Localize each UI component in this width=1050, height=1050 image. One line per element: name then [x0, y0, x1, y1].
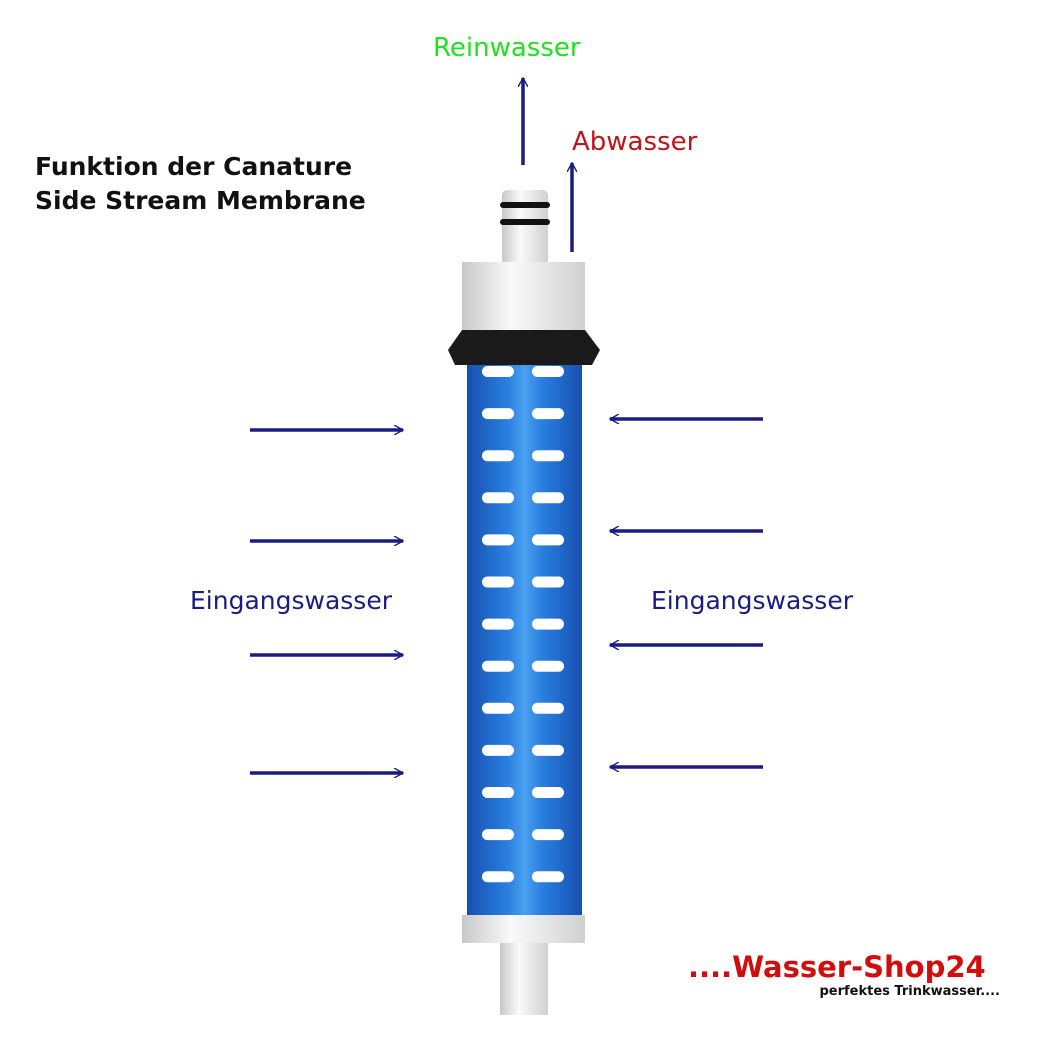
- membrane-slot: [532, 576, 564, 588]
- membrane-slot: [532, 702, 564, 714]
- brand-logo: ....Wasser-Shop24: [688, 950, 986, 984]
- membrane-slot: [482, 366, 514, 377]
- seal-collar: [448, 330, 600, 365]
- pure-water-label: Reinwasser: [433, 33, 581, 63]
- membrane-slot: [532, 787, 564, 798]
- outlet-nipple: [502, 190, 548, 265]
- membrane-cartridge: [448, 190, 600, 1015]
- membrane-slot: [532, 871, 564, 883]
- brand-slogan: perfektes Trinkwasser....: [819, 984, 1000, 999]
- membrane-slot: [532, 366, 564, 377]
- membrane-slot: [532, 492, 564, 504]
- membrane-slot: [482, 576, 514, 588]
- o-ring: [500, 202, 550, 208]
- membrane-slot: [482, 660, 514, 672]
- o-ring: [500, 219, 550, 225]
- membrane-slot: [482, 702, 514, 714]
- membrane-slot: [532, 450, 564, 462]
- diagram-title-line2: Side Stream Membrane: [35, 186, 366, 215]
- membrane-slot: [482, 450, 514, 462]
- input-water-label-right: Eingangswasser: [651, 586, 853, 615]
- input-water-label-left: Eingangswasser: [190, 586, 392, 615]
- membrane-slot: [482, 534, 514, 546]
- waste-water-label: Abwasser: [572, 127, 698, 157]
- inlet-tube: [500, 943, 548, 1015]
- membrane-slot: [482, 492, 514, 504]
- membrane-slot: [532, 534, 564, 546]
- membrane-slot: [482, 871, 514, 883]
- membrane-slot: [482, 787, 514, 798]
- membrane-slot: [482, 829, 514, 841]
- membrane-slot: [482, 618, 514, 630]
- bottom-band: [462, 915, 585, 943]
- membrane-slot: [532, 744, 564, 756]
- diagram-title-line1: Funktion der Canature: [35, 152, 353, 181]
- membrane-slot: [482, 408, 514, 420]
- membrane-slot: [482, 744, 514, 756]
- membrane-slot: [532, 408, 564, 420]
- membrane-slot: [532, 618, 564, 630]
- end-cap: [462, 262, 585, 332]
- membrane-slot: [532, 660, 564, 672]
- membrane-slot: [532, 829, 564, 841]
- membrane-slots: [482, 366, 564, 883]
